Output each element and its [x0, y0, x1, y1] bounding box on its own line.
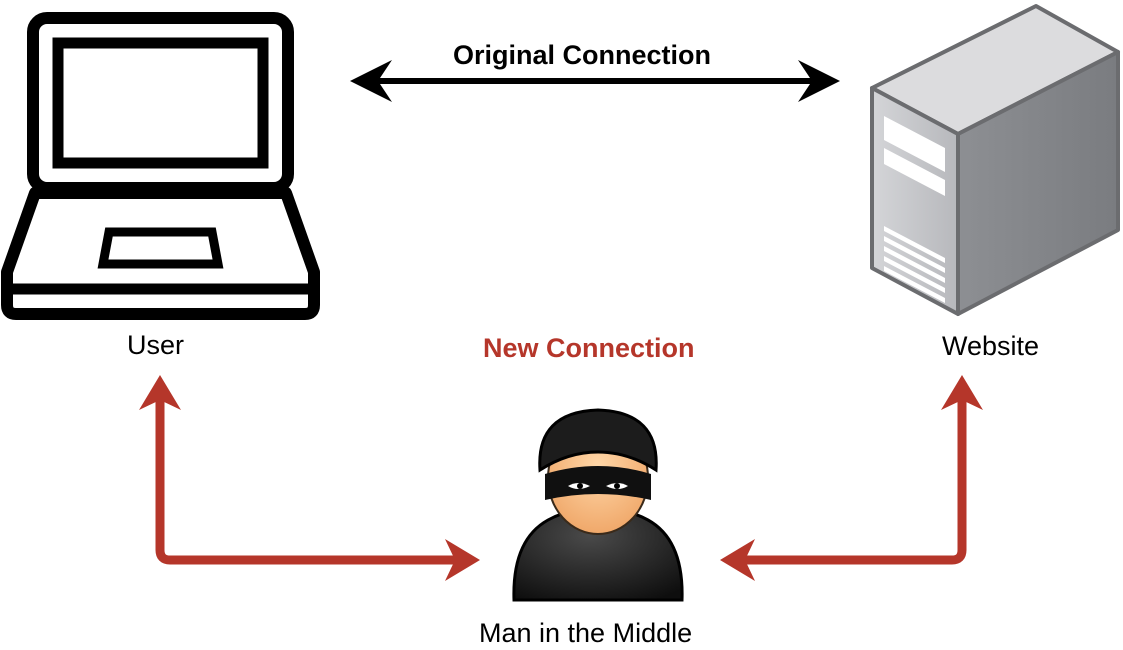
new-connection-arrow-user [139, 375, 480, 581]
attacker-icon [512, 408, 684, 602]
user-label: User [127, 330, 185, 360]
original-connection-arrow [350, 60, 840, 102]
new-connection-arrow-website [720, 375, 983, 581]
man-in-the-middle-label: Man in the Middle [479, 618, 693, 648]
original-connection-label: Original Connection [453, 40, 712, 70]
new-connection-label: New Connection [483, 333, 695, 363]
website-label: Website [942, 331, 1040, 361]
server-icon [870, 4, 1120, 316]
laptop-icon [1, 12, 320, 320]
